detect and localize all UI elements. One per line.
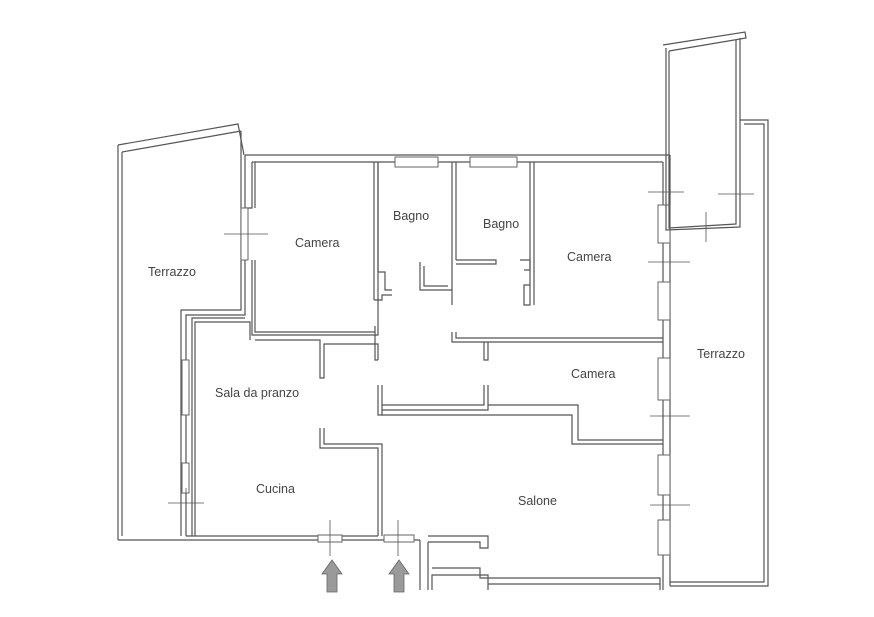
room-label-terrazzo-left: Terrazzo	[148, 265, 196, 279]
room-label-cucina: Cucina	[256, 482, 295, 496]
room-label-bagno-1: Bagno	[393, 209, 429, 223]
room-label-salone: Salone	[518, 494, 557, 508]
room-label-terrazzo-right: Terrazzo	[697, 347, 745, 361]
camera-top-right-walls	[451, 191, 690, 343]
room-label-bagno-2: Bagno	[483, 217, 519, 231]
room-label-sala-da-pranzo: Sala da pranzo	[215, 386, 299, 400]
entrance-doors	[224, 233, 415, 556]
up-arrow-icon	[388, 559, 410, 593]
up-arrow-icon	[321, 559, 343, 593]
dining-walls	[168, 317, 383, 536]
room-label-camera-top-left: Camera	[295, 236, 340, 250]
bathrooms-walls	[373, 156, 535, 306]
room-label-camera-middle: Camera	[571, 367, 616, 381]
camera-middle-walls	[382, 342, 690, 556]
room-label-camera-top-right: Camera	[567, 250, 612, 264]
entrance-arrow-right	[388, 559, 410, 593]
terrace-right-walls	[662, 31, 769, 587]
entrance-arrow-left	[321, 559, 343, 593]
